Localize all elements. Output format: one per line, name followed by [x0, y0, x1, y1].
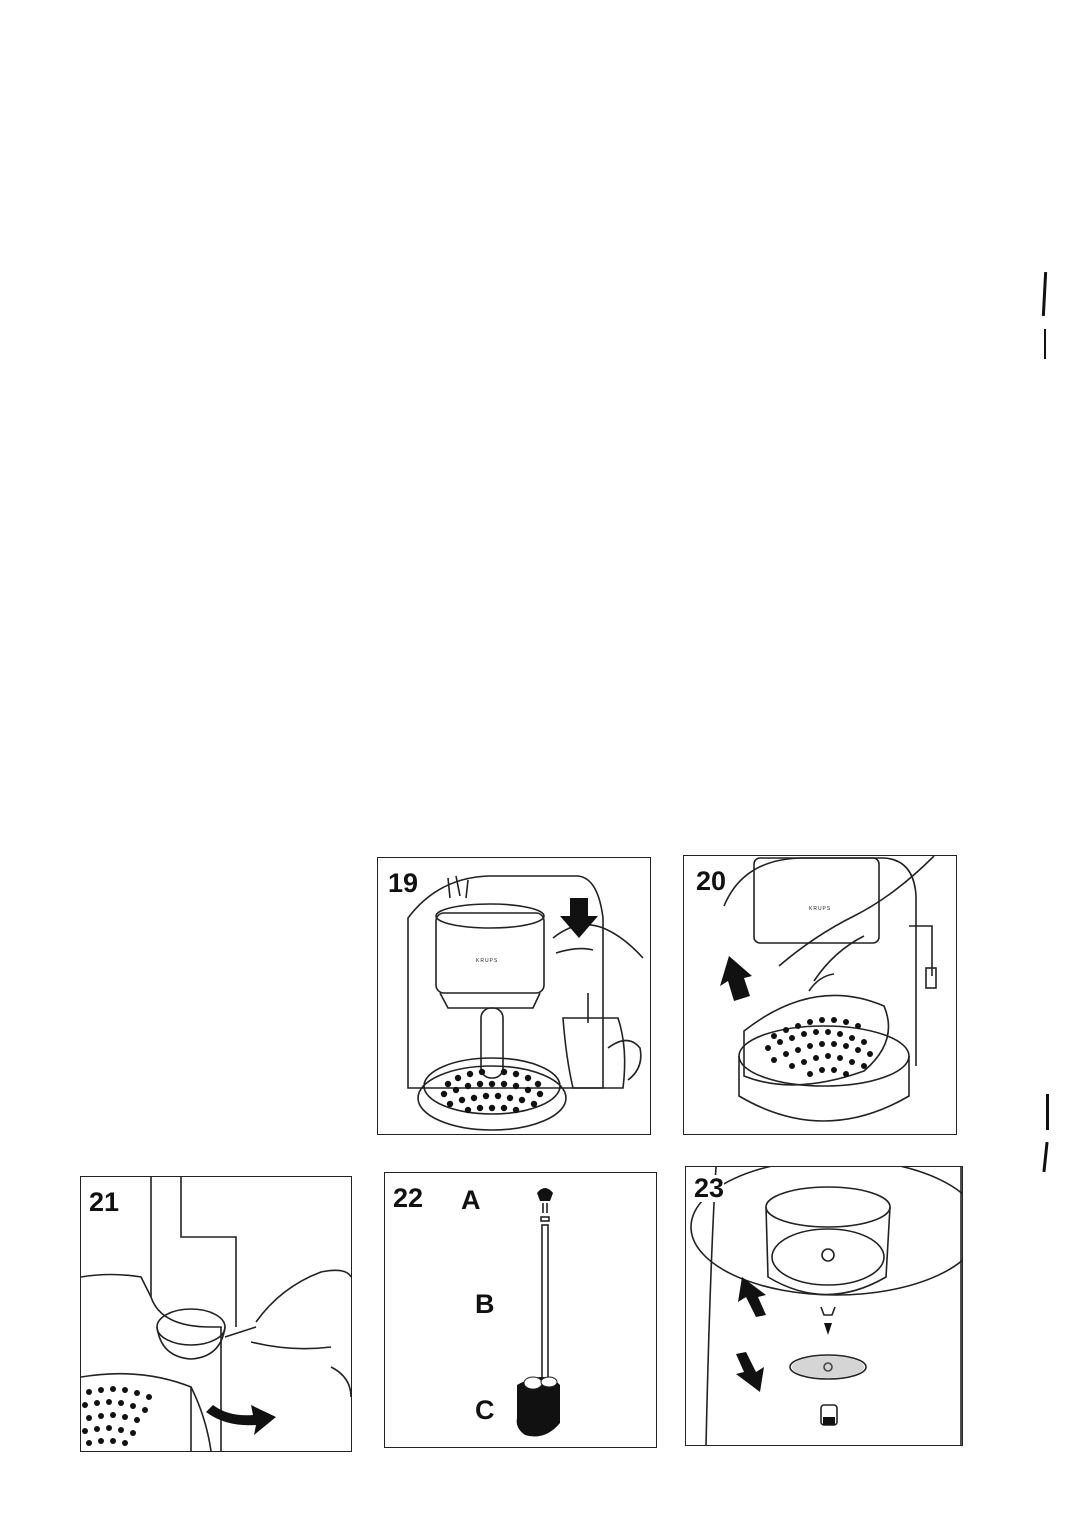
figure-number: 20	[696, 866, 727, 896]
part-label-c: C	[475, 1395, 495, 1425]
figure-20-illustration	[720, 856, 937, 1122]
margin-mark	[1046, 1094, 1049, 1130]
figure-23-illustration	[690, 1167, 962, 1445]
figure-number: 21	[89, 1187, 120, 1217]
figure-23: 23	[685, 1166, 963, 1446]
figure-21-illustration	[81, 1177, 351, 1451]
figure-19-illustration	[407, 875, 644, 1131]
part-label-a: A	[461, 1185, 481, 1215]
brand-label: KRUPS	[809, 906, 832, 912]
brand-label: KRUPS	[476, 958, 499, 964]
margin-mark	[1042, 1141, 1049, 1173]
figure-number: 22	[393, 1183, 424, 1213]
figure-21: 21	[80, 1176, 352, 1452]
figure-number: 23	[694, 1173, 725, 1203]
figure-20: 20 KRUPS	[683, 855, 957, 1135]
margin-mark	[1044, 329, 1046, 359]
drip-tray-grid	[440, 1068, 544, 1114]
figure-number: 19	[388, 868, 419, 898]
drip-grid	[765, 1017, 873, 1077]
drip-grid	[82, 1386, 152, 1446]
figure-19: 19 KRUPS	[377, 857, 651, 1135]
margin-mark	[1041, 271, 1048, 317]
part-label-b: B	[475, 1289, 495, 1319]
figure-22-illustration	[516, 1188, 560, 1437]
figure-22: 22 A B C	[384, 1172, 657, 1448]
